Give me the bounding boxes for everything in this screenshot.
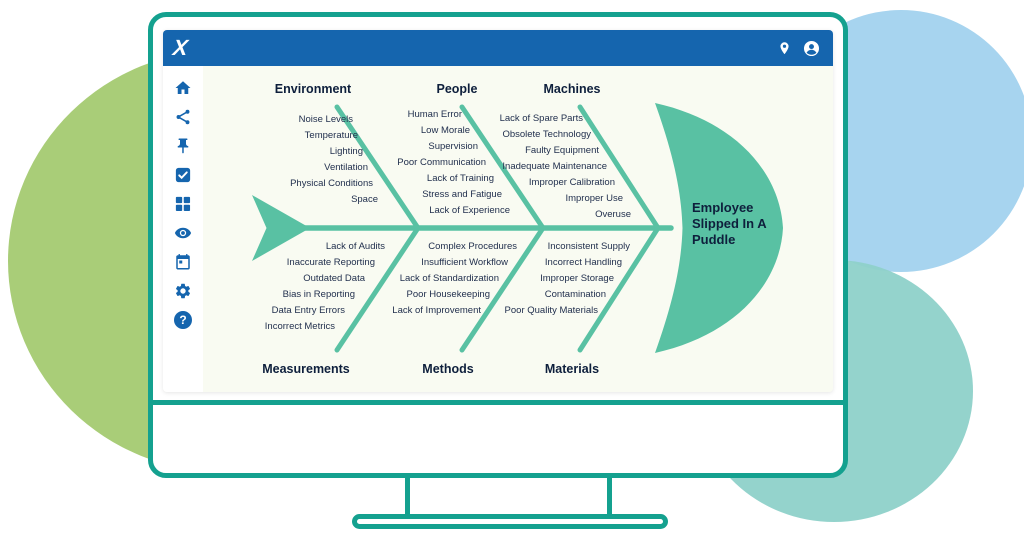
cause-item: Incorrect Handling bbox=[544, 257, 622, 268]
cause-item: Complex Procedures bbox=[428, 241, 517, 252]
cause-item: Bias in Reporting bbox=[282, 289, 355, 300]
cause-item: Physical Conditions bbox=[290, 178, 373, 189]
cause-item: Supervision bbox=[428, 141, 478, 152]
cause-item: Ventilation bbox=[324, 162, 368, 173]
cause-item: Contamination bbox=[544, 289, 606, 300]
cause-item: Poor Communication bbox=[397, 157, 486, 168]
calendar-icon[interactable] bbox=[174, 253, 192, 271]
cause-item: Inadequate Maintenance bbox=[502, 161, 607, 172]
cause-item: Improper Calibration bbox=[528, 177, 615, 188]
cause-item: Inaccurate Reporting bbox=[286, 257, 375, 268]
cause-item: Improper Storage bbox=[540, 273, 614, 284]
category-label-materials: Materials bbox=[544, 362, 600, 376]
monitor-stand-neck bbox=[405, 476, 612, 516]
cause-item: Lack of Spare Parts bbox=[499, 113, 583, 124]
cause-item: Low Morale bbox=[420, 125, 470, 136]
fish-tail bbox=[252, 195, 310, 261]
cause-item: Obsolete Technology bbox=[502, 129, 591, 140]
bone-environment bbox=[334, 104, 421, 231]
cause-item: Inconsistent Supply bbox=[547, 241, 630, 252]
cause-item: Overuse bbox=[595, 209, 631, 220]
dashboard-icon[interactable] bbox=[174, 195, 192, 213]
category-label-machines: Machines bbox=[543, 82, 601, 96]
cause-item: Lack of Improvement bbox=[392, 305, 481, 316]
cause-item: Noise Levels bbox=[298, 114, 353, 125]
monitor-bezel-divider bbox=[153, 400, 843, 405]
cause-item: Poor Housekeeping bbox=[406, 289, 490, 300]
cause-item: Human Error bbox=[407, 109, 462, 120]
bone-machines bbox=[577, 104, 661, 231]
location-icon[interactable] bbox=[777, 41, 792, 56]
cause-item: Lack of Training bbox=[426, 173, 494, 184]
fishbone-svg bbox=[252, 103, 783, 353]
category-label-people: People bbox=[436, 82, 478, 96]
category-label-methods: Methods bbox=[422, 362, 474, 376]
cause-item: Faulty Equipment bbox=[525, 145, 599, 156]
monitor: X bbox=[148, 12, 848, 478]
cause-item: Incorrect Metrics bbox=[264, 321, 335, 332]
visibility-icon[interactable] bbox=[174, 224, 192, 242]
cause-item: Space bbox=[351, 194, 378, 205]
cause-item: Lack of Standardization bbox=[399, 273, 499, 284]
profile-icon[interactable] bbox=[802, 39, 821, 58]
bone-methods bbox=[459, 225, 546, 353]
home-icon[interactable] bbox=[174, 79, 192, 97]
app-window: X bbox=[163, 30, 833, 392]
sidebar: ? bbox=[163, 66, 203, 392]
monitor-stand-base bbox=[352, 514, 668, 529]
effect-label: Employee Slipped In A Puddle bbox=[692, 200, 767, 247]
share-icon[interactable] bbox=[174, 108, 192, 126]
cause-item: Temperature bbox=[304, 130, 358, 141]
fish-head bbox=[655, 103, 783, 353]
category-label-environment: Environment bbox=[274, 82, 352, 96]
bone-materials bbox=[577, 225, 661, 353]
settings-icon[interactable] bbox=[174, 282, 192, 300]
cause-item: Lighting bbox=[329, 146, 363, 157]
cause-item: Lack of Audits bbox=[325, 241, 385, 252]
cause-item: Lack of Experience bbox=[429, 205, 510, 216]
help-icon[interactable]: ? bbox=[174, 311, 192, 329]
bone-measurements bbox=[334, 225, 421, 353]
help-glyph: ? bbox=[174, 311, 192, 329]
cause-item: Poor Quality Materials bbox=[504, 305, 598, 316]
pin-icon[interactable] bbox=[174, 137, 192, 155]
category-label-measurements: Measurements bbox=[262, 362, 350, 376]
cause-item: Stress and Fatigue bbox=[422, 189, 502, 200]
cause-item: Insufficient Workflow bbox=[421, 257, 508, 268]
bone-people bbox=[459, 104, 546, 231]
app-logo: X bbox=[171, 35, 191, 60]
tasks-icon[interactable] bbox=[174, 166, 192, 184]
app-header: X bbox=[163, 30, 833, 66]
fishbone-diagram: Environment People Machines Measurements… bbox=[203, 66, 833, 392]
cause-item: Data Entry Errors bbox=[271, 305, 345, 316]
cause-item: Improper Use bbox=[565, 193, 623, 204]
cause-item: Outdated Data bbox=[303, 273, 365, 284]
